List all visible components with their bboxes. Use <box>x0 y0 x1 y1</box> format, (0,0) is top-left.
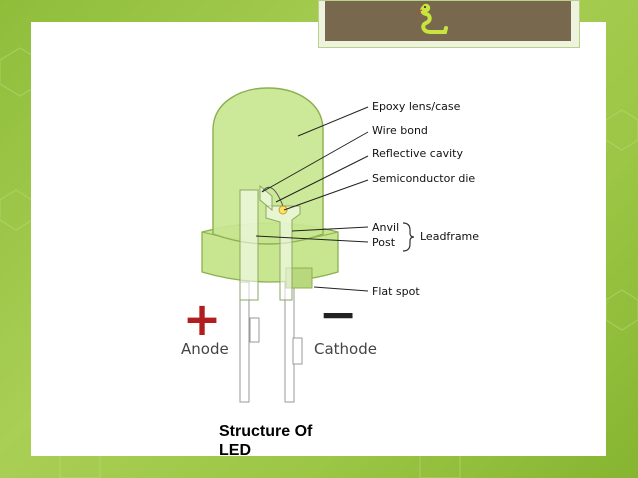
label-semiconductor-die: Semiconductor die <box>372 172 475 185</box>
diagram-caption: Structure Of LED <box>219 423 313 459</box>
semiconductor-die <box>278 205 288 215</box>
leader-lines <box>255 106 369 292</box>
leadframe-brace <box>402 222 415 252</box>
wire-bond <box>261 186 284 207</box>
label-wire-bond: Wire bond <box>372 124 428 137</box>
epoxy-lens <box>212 87 324 245</box>
cathode-label: Cathode <box>314 340 377 358</box>
label-reflective-cavity: Reflective cavity <box>372 147 463 160</box>
banner-image <box>325 1 571 41</box>
snake-icon <box>417 3 448 34</box>
plus-sign: + <box>183 292 222 346</box>
top-banner <box>318 0 580 48</box>
label-epoxy: Epoxy lens/case <box>372 100 461 113</box>
label-leadframe: Leadframe <box>420 230 479 243</box>
label-anvil: Anvil <box>372 221 399 234</box>
label-flat-spot: Flat spot <box>372 285 420 298</box>
label-post: Post <box>372 236 396 249</box>
minus-sign: − <box>319 287 358 341</box>
anode-label: Anode <box>181 340 229 358</box>
